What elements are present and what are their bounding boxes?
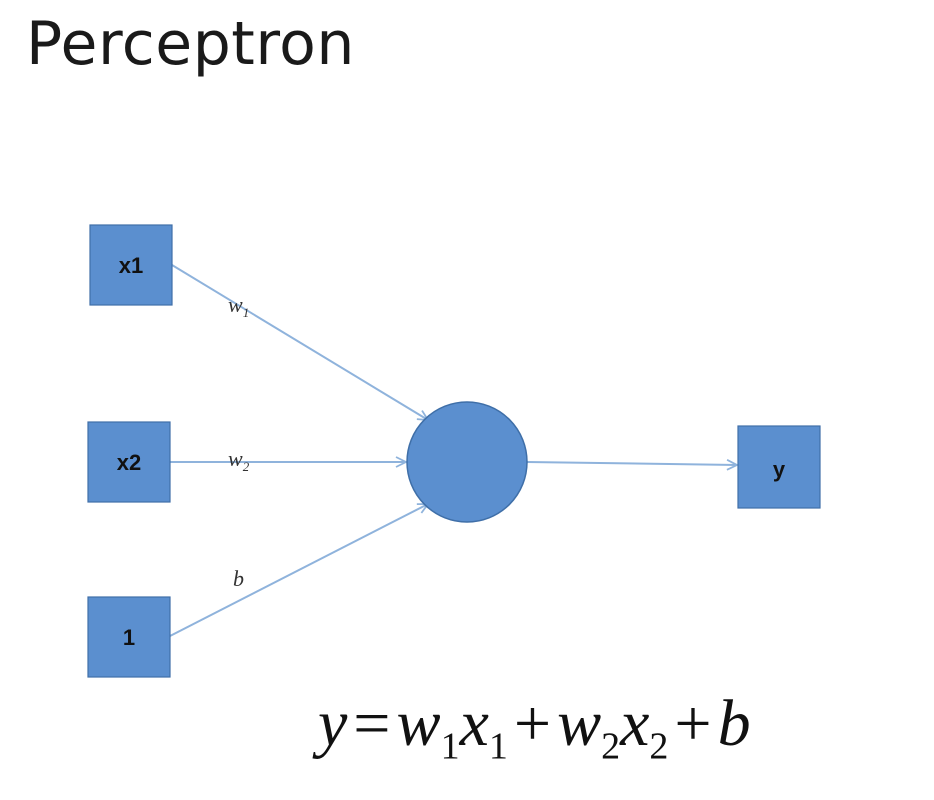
equation-bias: b xyxy=(717,687,751,760)
output-node-y-label: y xyxy=(773,457,786,482)
output-node-y: y xyxy=(737,425,821,509)
equation-plus-2: + xyxy=(674,687,712,760)
weight-w2-subscript: 2 xyxy=(243,459,250,474)
weight-bias-label: b xyxy=(233,566,244,591)
weight-w1-symbol: w xyxy=(228,292,243,317)
equation-w2-sub: 2 xyxy=(601,725,621,768)
input-node-x2-label: x2 xyxy=(117,450,141,475)
bias-input-node-label: 1 xyxy=(123,625,135,650)
edge-neuron-to-output xyxy=(526,462,737,465)
equation-x1: x xyxy=(459,687,489,760)
weight-w2-symbol: w xyxy=(228,446,243,471)
equation-plus-1: + xyxy=(513,687,552,760)
equation-x2-sub: 2 xyxy=(649,725,669,768)
edge-x1-to-neuron xyxy=(171,264,428,420)
equation-w1: w xyxy=(396,687,441,760)
equation-w2: w xyxy=(557,687,602,760)
input-node-x1: x1 xyxy=(89,224,173,306)
equation-x1-sub: 1 xyxy=(488,725,508,768)
weight-w2-label: w2 xyxy=(228,446,250,474)
neuron-node xyxy=(406,401,528,523)
equation-w1-sub: 1 xyxy=(440,725,460,768)
equation-x2: x xyxy=(620,687,650,760)
input-node-x2: x2 xyxy=(87,421,171,503)
equation-lhs: y xyxy=(318,687,348,760)
weight-w1-label: w1 xyxy=(228,292,249,320)
equation-equals: = xyxy=(353,687,391,760)
weight-w1-subscript: 1 xyxy=(243,305,250,320)
bias-input-node: 1 xyxy=(87,596,171,678)
edge-bias-to-neuron xyxy=(169,504,428,637)
input-node-x1-label: x1 xyxy=(119,253,143,278)
slide-title: Perceptron xyxy=(26,9,355,79)
perceptron-equation: y=w1x1+w2x2+b xyxy=(318,687,751,765)
